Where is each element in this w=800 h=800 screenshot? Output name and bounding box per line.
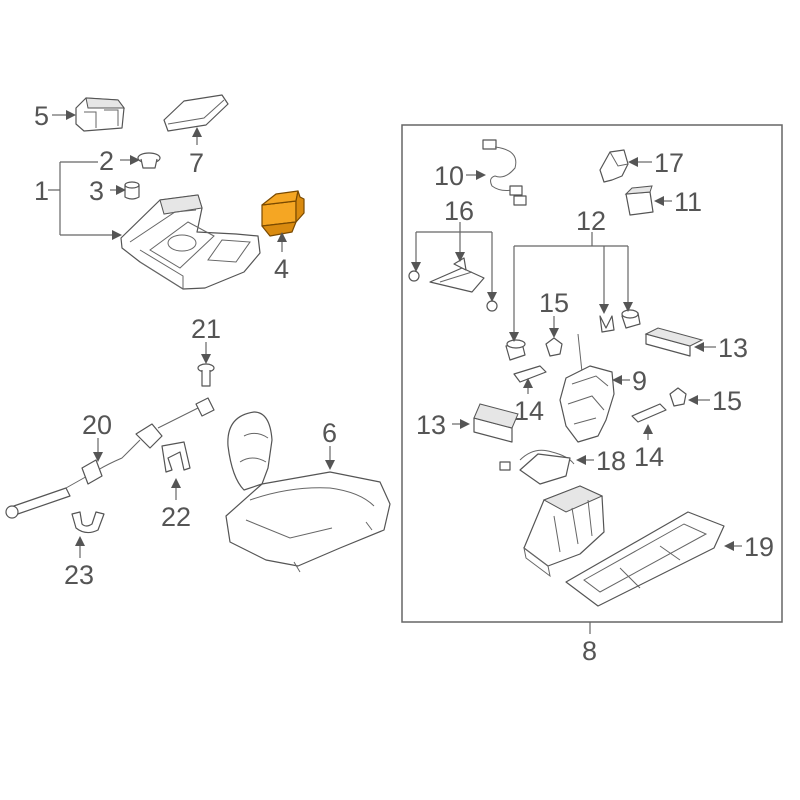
part-5-switch	[75, 97, 125, 132]
callout-12: 12	[576, 206, 606, 236]
part-3-bumper	[124, 181, 140, 200]
part-6-shift-boot	[225, 411, 391, 573]
part-9-shifter	[559, 333, 615, 443]
part-21-bolt	[197, 363, 215, 387]
part-14-pads	[513, 365, 667, 423]
callout-13b: 13	[416, 410, 446, 440]
callout-1: 1	[34, 176, 49, 206]
callout-18: 18	[596, 446, 626, 476]
callout-8: 8	[582, 636, 597, 666]
part-13-blocks	[473, 327, 704, 443]
part-16-bar-assembly	[408, 257, 498, 312]
part-19-tray	[565, 511, 725, 607]
assembly-frame	[401, 124, 783, 623]
callout-labels: 5 7 2 1 3 4 10 17 11 16 12 15 13 9 14 15…	[34, 101, 774, 666]
callout-7: 7	[189, 148, 204, 178]
callout-3: 3	[89, 176, 104, 206]
callout-15b: 15	[712, 386, 742, 416]
callout-17: 17	[654, 148, 684, 178]
callout-16: 16	[444, 196, 474, 226]
callout-5: 5	[34, 101, 49, 131]
part-7-trim-strip	[163, 94, 229, 132]
callout-10: 10	[434, 161, 464, 191]
part-15-screws	[545, 337, 687, 407]
part-17-bracket	[599, 149, 629, 183]
callout-6: 6	[322, 418, 337, 448]
callout-19: 19	[744, 532, 774, 562]
callout-4: 4	[274, 254, 289, 284]
part-11-connector	[624, 185, 654, 216]
callout-23: 23	[64, 560, 94, 590]
part-8-shifter-base	[523, 485, 605, 578]
part-20-cable	[5, 397, 215, 519]
part-2-clip	[137, 152, 161, 169]
callout-13a: 13	[718, 333, 748, 363]
callout-9: 9	[632, 366, 647, 396]
part-23-clip	[71, 511, 105, 534]
part-4-highlighted	[261, 190, 305, 237]
callout-20: 20	[82, 410, 112, 440]
part-22-retainer	[161, 441, 191, 473]
callout-22: 22	[161, 502, 191, 532]
part-12-clips	[505, 309, 641, 361]
callout-21: 21	[191, 314, 221, 344]
callout-15a: 15	[539, 288, 569, 318]
leader-lines	[48, 110, 742, 634]
part-1-console-bezel	[120, 194, 261, 290]
callout-2: 2	[99, 146, 114, 176]
callout-14a: 14	[514, 396, 544, 426]
part-10-wire-harness	[482, 139, 527, 206]
callout-14b: 14	[634, 442, 664, 472]
part-18-harness	[499, 449, 575, 485]
callout-11: 11	[674, 187, 702, 217]
